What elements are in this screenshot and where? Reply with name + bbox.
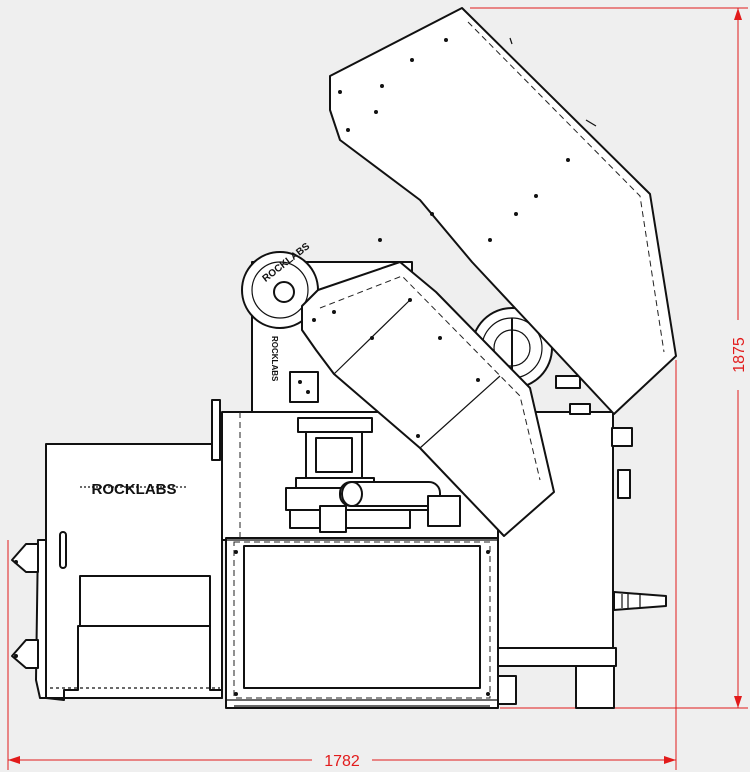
carrier-plate bbox=[289, 509, 411, 529]
side-brand-label: ROCKLABS bbox=[270, 336, 279, 382]
slot bbox=[59, 531, 67, 569]
width-dimension-label: 1782 bbox=[324, 753, 360, 770]
bracket bbox=[555, 375, 581, 389]
front-foot bbox=[497, 675, 517, 705]
upper-clip bbox=[11, 543, 39, 573]
dimension-lines: 1782 1875 bbox=[7, 7, 748, 770]
top-clamp bbox=[297, 417, 373, 433]
lower-lid bbox=[301, 261, 555, 537]
catch-tray bbox=[35, 539, 223, 701]
chute-brand-label: ROCKLABS bbox=[92, 481, 177, 498]
rear-foot bbox=[575, 665, 615, 709]
spindle bbox=[319, 505, 347, 533]
catch-box: ROCKLABS bbox=[11, 399, 223, 701]
puck-cylinder bbox=[339, 481, 441, 507]
hinge-bar bbox=[211, 399, 221, 461]
rear-base-rail bbox=[497, 647, 617, 667]
upper-lid bbox=[329, 7, 677, 415]
lower-door-panel bbox=[243, 545, 481, 689]
clamp-window bbox=[315, 437, 353, 473]
lower-lid-body bbox=[301, 261, 555, 537]
side-knob bbox=[611, 427, 633, 447]
width-arrow-right bbox=[664, 756, 676, 764]
width-arrow-left bbox=[8, 756, 20, 764]
pivot-arm bbox=[427, 495, 461, 527]
drum-hub bbox=[273, 281, 295, 303]
side-handle bbox=[617, 469, 631, 499]
side-switch bbox=[289, 371, 319, 403]
height-dimension-label: 1875 bbox=[731, 337, 748, 373]
height-arrow-top bbox=[734, 8, 742, 20]
height-arrow-bottom bbox=[734, 696, 742, 708]
drawer-front bbox=[79, 575, 211, 627]
upper-lid-body bbox=[329, 7, 677, 415]
lower-clip bbox=[11, 639, 39, 669]
crusher-mechanism bbox=[285, 417, 461, 533]
